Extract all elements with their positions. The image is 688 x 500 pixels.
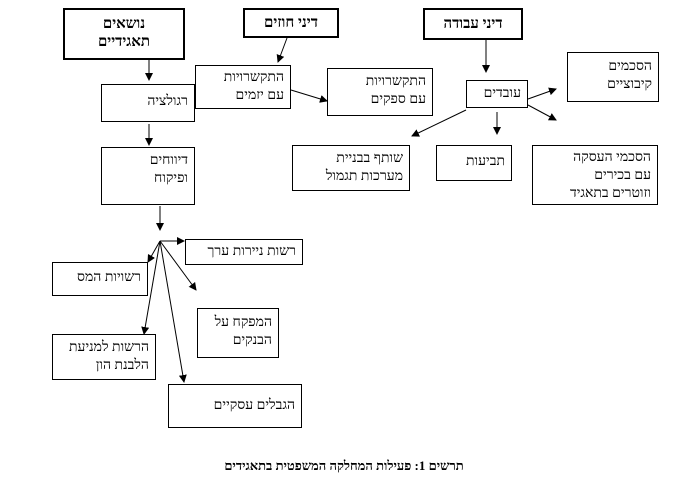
figure-caption: תרשים 1: פעילות המחלקה המשפטית בתאגידים — [224, 458, 464, 473]
box-contracts-suppliers-line2: עם ספקים — [370, 92, 426, 107]
box-claims: תביעות — [436, 145, 512, 181]
box-contracts-suppliers-line1: התקשרויות — [365, 74, 426, 89]
box-reports: דיווחים ופיקוח — [101, 147, 195, 205]
box-executives-line2: עם בכירים — [594, 168, 651, 183]
header-tax-issues: נושאים תאגידיים — [63, 8, 185, 60]
box-executives-line1: הסכמי העסקה — [573, 150, 651, 165]
box-money-laundering-line1: הרשות למניעת — [69, 340, 149, 355]
arrow-to-money-laundering — [141, 240, 161, 335]
box-regulation-label: רגולציה — [147, 94, 188, 109]
arrow-contracts-header-down — [276, 37, 288, 63]
box-claims-label: תביעות — [466, 154, 505, 169]
header-contract-law-label: דיני חוזים — [264, 15, 318, 31]
box-employees-label: עובדים — [483, 86, 521, 101]
header-tax-issues-line2: תאגידיים — [97, 34, 151, 50]
box-securities-label: רשות ניירות ערך — [207, 244, 296, 259]
box-pension-line1: שותף בבניית — [336, 151, 403, 166]
box-contracts-daily-line1: התקשרויות — [223, 70, 284, 85]
box-contracts-daily: התקשרויות עם יזמים — [195, 65, 291, 109]
box-bank-supervisor-line1: המפקח על — [214, 315, 272, 330]
header-contract-law: דיני חוזים — [243, 8, 339, 38]
box-securities: רשות ניירות ערך — [185, 239, 303, 265]
box-executives-line3: וזוטרים בתאגיד — [569, 186, 651, 201]
header-labor-law: דיני עבודה — [423, 8, 523, 40]
box-regulation: רגולציה — [101, 84, 195, 122]
arrow-daily-to-suppliers — [290, 89, 328, 103]
box-contracts-daily-line2: עם יזמים — [235, 88, 284, 103]
arrow-to-business-restrictions — [159, 240, 187, 383]
arrow-employees-to-executives — [527, 104, 557, 121]
box-employees: עובדים — [466, 80, 528, 108]
arrow-to-tax-authority — [147, 240, 161, 263]
box-collective-line1: הסכמים — [608, 59, 652, 74]
arrow-to-bank-supervisor — [159, 240, 197, 291]
box-contracts-suppliers: התקשרויות עם ספקים — [327, 68, 433, 116]
box-pension: שותף בבניית מערכות תגמול — [292, 145, 410, 191]
box-money-laundering-line2: הלבנת הון — [95, 358, 149, 373]
box-tax-authority: רשויות המס — [52, 262, 148, 296]
box-reports-line2: ופיקוח — [154, 171, 188, 186]
box-money-laundering: הרשות למניעת הלבנת הון — [52, 334, 156, 380]
arrow-employees-to-pension — [411, 109, 467, 137]
header-labor-law-label: דיני עבודה — [443, 16, 503, 32]
box-tax-authority-label: רשויות המס — [77, 270, 141, 285]
box-business-restrictions-label: הגבלים עסקיים — [213, 398, 295, 413]
box-executives: הסכמי העסקה עם בכירים וזוטרים בתאגיד — [532, 145, 658, 205]
header-tax-issues-line1: נושאים — [102, 16, 146, 32]
box-business-restrictions: הגבלים עסקיים — [168, 384, 302, 428]
box-reports-line1: דיווחים — [149, 153, 188, 168]
arrow-employees-to-collective — [527, 87, 557, 100]
box-collective-line2: קיבוציים — [607, 77, 652, 92]
box-bank-supervisor-line2: הבנקים — [232, 333, 272, 348]
box-bank-supervisor: המפקח על הבנקים — [197, 308, 279, 358]
box-pension-line2: מערכות תגמול — [325, 169, 403, 184]
box-collective: הסכמים קיבוציים — [567, 52, 659, 102]
